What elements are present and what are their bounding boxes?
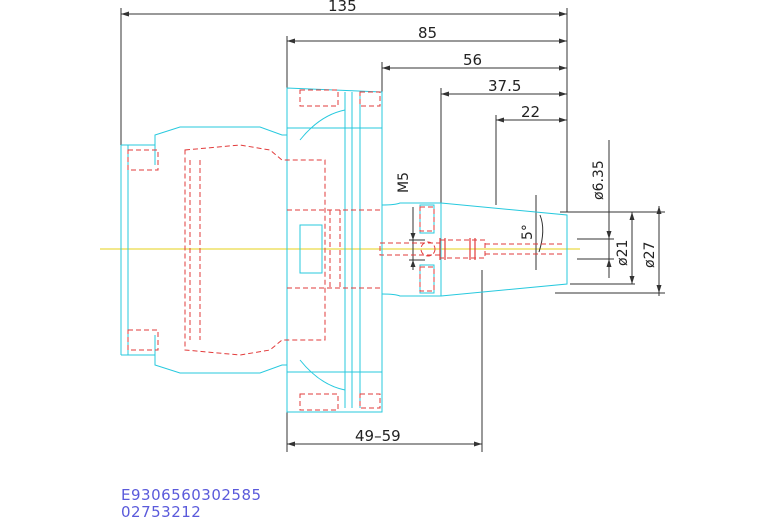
- dim-gauge-range: 49–59: [355, 427, 401, 445]
- order-number: 02753212: [121, 503, 202, 521]
- article-number: E9306560302585: [121, 486, 262, 504]
- dimension-lines: [120, 8, 568, 212]
- ejector-pins: [439, 238, 476, 260]
- dim-overall-length: 135: [328, 0, 357, 15]
- diameter-arrows: [606, 206, 662, 293]
- dim-nose-length: 37.5: [488, 77, 521, 95]
- dim-thread: M5: [396, 172, 412, 193]
- dim-body-dia: ø27: [642, 242, 658, 268]
- gauge-dimension: [286, 270, 483, 452]
- thread-arrows: [410, 233, 416, 267]
- dim-taper-angle: 5°: [520, 224, 536, 240]
- dim-collet-length: 56: [463, 51, 482, 69]
- dim-tip-dia: ø21: [615, 240, 631, 266]
- dim-flange-length: 85: [418, 24, 437, 42]
- angle-dimension: [535, 195, 544, 270]
- dim-bore-dia: ø6.35: [591, 160, 607, 200]
- dimension-arrows: [121, 11, 567, 123]
- hidden-lines: [127, 89, 565, 411]
- thread-dimension: [409, 207, 425, 270]
- part-outline: [120, 87, 568, 413]
- gauge-arrows: [287, 441, 482, 447]
- diameter-dimensions: [555, 140, 665, 296]
- dim-tip-length: 22: [521, 103, 540, 121]
